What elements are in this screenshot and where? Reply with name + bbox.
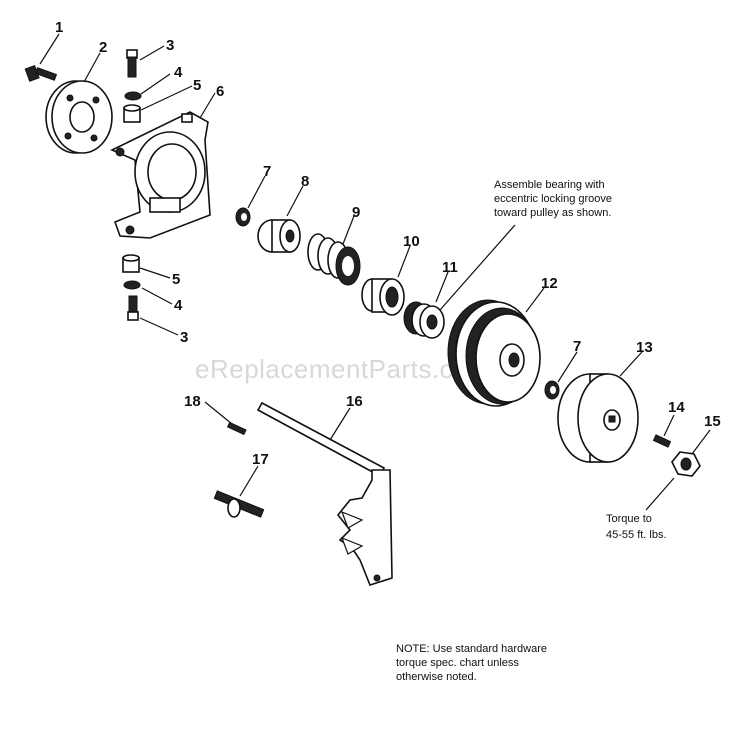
part-16-lever-arm	[256, 401, 393, 586]
callout-1: 1	[55, 19, 63, 36]
part-14-key	[652, 434, 672, 448]
callout-9: 9	[352, 204, 360, 221]
part-3-bolt-lower	[127, 295, 139, 321]
part-11-bearing	[403, 301, 445, 339]
bearing-note-line-1: Assemble bearing with	[494, 179, 605, 191]
callout-4-lower: 4	[174, 297, 183, 314]
hardware-note-line-1: NOTE: Use standard hardware	[396, 643, 547, 655]
callout-14: 14	[668, 399, 685, 416]
leader-lines	[39, 33, 711, 511]
part-8-collar	[257, 219, 301, 253]
hardware-note: NOTE: Use standard hardware torque spec.…	[396, 643, 547, 683]
callout-15: 15	[704, 413, 721, 430]
callout-18: 18	[184, 393, 201, 410]
callout-2: 2	[99, 39, 107, 56]
callout-5-lower: 5	[172, 271, 180, 288]
callout-3-lower: 3	[180, 329, 188, 346]
part-10-bushing	[361, 278, 405, 316]
part-5-spacer-lower	[122, 254, 140, 273]
part-18-pin	[226, 421, 247, 436]
callout-13: 13	[636, 339, 653, 356]
callout-7-lower: 7	[573, 338, 581, 355]
part-6-bearing-bracket	[110, 111, 211, 239]
callout-16: 16	[346, 393, 363, 410]
callout-4: 4	[174, 64, 183, 81]
part-13-wheel	[557, 373, 639, 463]
part-4-washer-lower	[123, 280, 141, 290]
part-1-bolt	[24, 65, 58, 82]
callout-7: 7	[263, 163, 271, 180]
part-7-washer-b	[544, 380, 560, 400]
torque-note-line-2: 45-55 ft. lbs.	[606, 529, 667, 541]
part-17-stud	[213, 490, 265, 518]
torque-note-line-1: Torque to	[606, 513, 652, 525]
part-2-flange	[45, 80, 113, 154]
callout-numbers: 1 2 3 4 5 6 7 8 9 10 11 12 5 4 3 7 13 14…	[55, 19, 721, 468]
callout-12: 12	[541, 275, 558, 292]
hardware-note-line-3: otherwise noted.	[396, 671, 477, 683]
part-12-pulley	[447, 299, 541, 407]
part-15-nut	[671, 451, 701, 477]
callout-5: 5	[193, 77, 201, 94]
bearing-note-line-3: toward pulley as shown.	[494, 207, 611, 219]
watermark: eReplacementParts.com	[195, 354, 490, 384]
callout-17: 17	[252, 451, 269, 468]
part-4-washer-upper	[124, 91, 142, 101]
part-7-washer-a	[235, 207, 251, 227]
callout-10: 10	[403, 233, 420, 250]
callout-8: 8	[301, 173, 309, 190]
callout-3: 3	[166, 37, 174, 54]
bearing-note-line-2: eccentric locking groove	[494, 193, 612, 205]
torque-note: Torque to 45-55 ft. lbs.	[606, 513, 667, 541]
hardware-note-line-2: torque spec. chart unless	[396, 657, 519, 669]
part-9-spring	[307, 233, 361, 286]
callout-11: 11	[442, 259, 458, 276]
part-3-bolt-upper	[126, 49, 138, 78]
bearing-note: Assemble bearing with eccentric locking …	[494, 179, 612, 219]
part-5-spacer-upper	[123, 104, 141, 123]
callout-6: 6	[216, 83, 224, 100]
